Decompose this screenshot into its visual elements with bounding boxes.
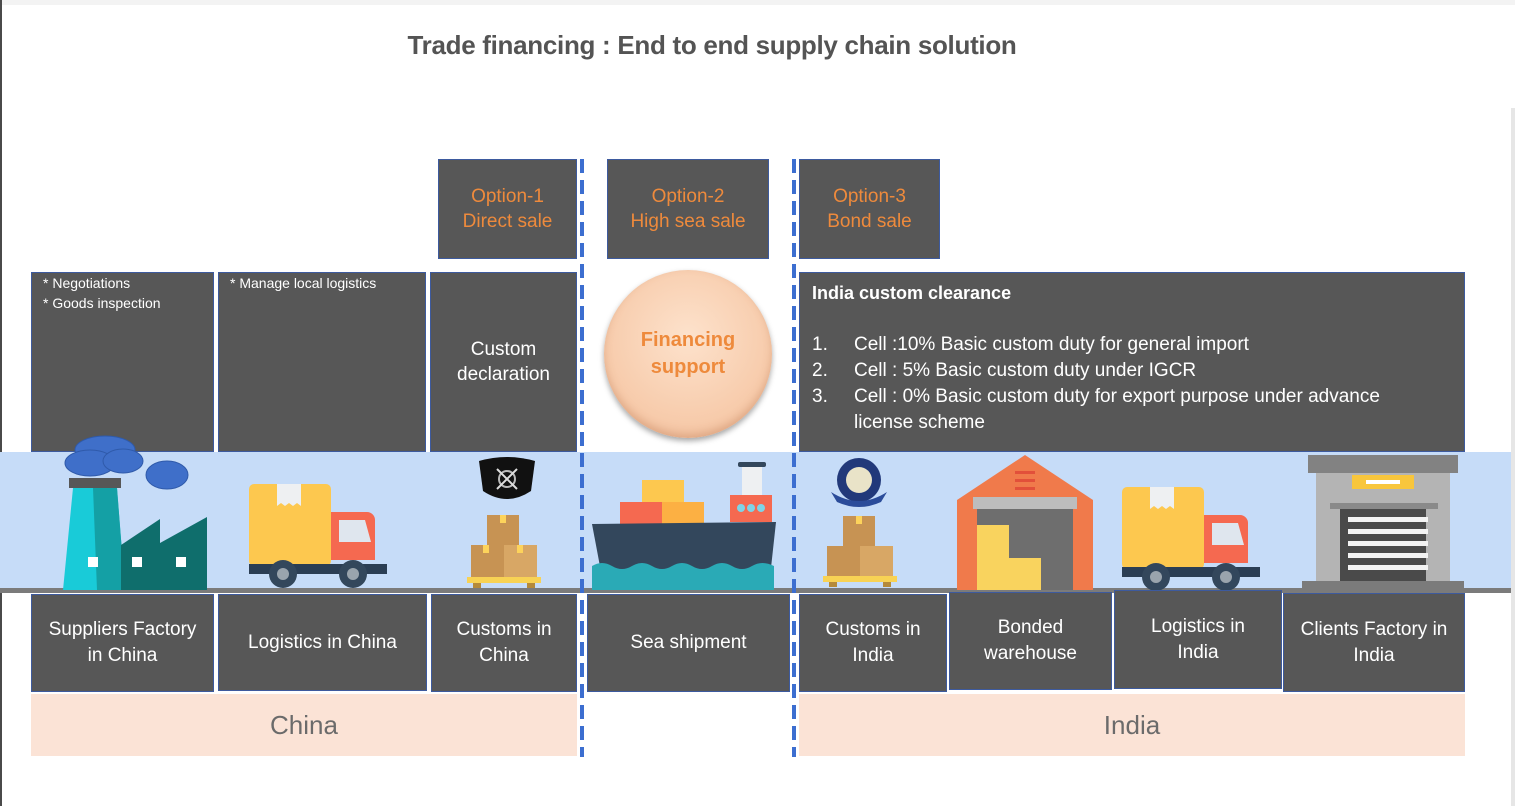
stage-label: Sea shipment bbox=[630, 632, 747, 653]
stage-label: Bonded bbox=[997, 617, 1064, 638]
india-custom-clearance-box: India custom clearance 1.Cell :10% Basic… bbox=[799, 272, 1465, 452]
stage-label: in China bbox=[87, 645, 158, 666]
factory-warehouse-icon bbox=[1302, 455, 1464, 590]
bonded-warehouse-icon bbox=[957, 455, 1093, 590]
divider-sea-india bbox=[792, 159, 796, 757]
divider-china-sea bbox=[580, 159, 584, 757]
duty-item: 1.Cell :10% Basic custom duty for genera… bbox=[812, 334, 1249, 355]
region-china: China bbox=[31, 694, 577, 756]
stage-label: India bbox=[1177, 641, 1219, 663]
stage-label: warehouse bbox=[984, 643, 1077, 664]
stage-customs-china: Customs in China bbox=[431, 594, 577, 692]
diagram-title: Trade financing : End to end supply chai… bbox=[407, 30, 1017, 60]
option-3-label: Bond sale bbox=[827, 211, 912, 232]
india-customs-boxes-icon bbox=[823, 458, 897, 587]
stage-label: Suppliers Factory bbox=[48, 619, 197, 640]
option-3-box: Option-3 Bond sale bbox=[799, 159, 940, 259]
option-1-label: Direct sale bbox=[462, 211, 553, 232]
page-left-border bbox=[0, 0, 2, 806]
china-customs-boxes-icon bbox=[467, 457, 541, 588]
page-top-edge bbox=[0, 0, 1515, 5]
financing-support-circle: Financing support bbox=[604, 270, 772, 438]
financing-line2: support bbox=[650, 356, 726, 378]
stage-label: India bbox=[1353, 644, 1395, 666]
stage-sea-shipment: Sea shipment bbox=[587, 594, 790, 692]
delivery-truck-icon bbox=[249, 484, 387, 588]
delivery-truck-icon bbox=[1122, 487, 1260, 591]
india-clearance-heading: India custom clearance bbox=[812, 283, 1012, 303]
ground-line bbox=[0, 588, 1511, 593]
stage-logistics-india: Logistics in India bbox=[1114, 590, 1282, 689]
cargo-ship-icon bbox=[592, 462, 776, 590]
duty-item: 2.Cell : 5% Basic custom duty under IGCR bbox=[812, 360, 1197, 381]
stage-label: Logistics in bbox=[1151, 615, 1245, 637]
stage-label: India bbox=[852, 645, 894, 666]
option-3-number: Option-3 bbox=[833, 186, 906, 207]
stage-clients-factory: Clients Factory in India bbox=[1283, 593, 1465, 692]
duty-list: 1.Cell :10% Basic custom duty for genera… bbox=[812, 332, 1434, 436]
stage-label: Clients Factory in bbox=[1300, 618, 1448, 640]
stage-suppliers-factory: Suppliers Factory in China bbox=[31, 594, 214, 692]
stage-customs-india: Customs in India bbox=[799, 594, 947, 692]
page-right-border bbox=[1511, 108, 1515, 806]
supplier-tasks-box: * Negotiations * Goods inspection bbox=[31, 272, 214, 452]
task-negotiations: * Negotiations bbox=[43, 275, 131, 291]
region-india: India bbox=[799, 694, 1465, 756]
factory-icon bbox=[63, 435, 207, 590]
option-2-box: Option-2 High sea sale bbox=[607, 159, 769, 259]
stage-label: Customs in bbox=[825, 619, 921, 640]
financing-line1: Financing bbox=[640, 329, 736, 351]
custom-declaration-line2: declaration bbox=[457, 364, 550, 385]
option-1-box: Option-1 Direct sale bbox=[438, 159, 577, 259]
duty-item: 3.Cell : 0% Basic custom duty for export… bbox=[812, 386, 1380, 433]
task-manage-local-logistics: * Manage local logistics bbox=[230, 275, 377, 291]
task-goods-inspection: * Goods inspection bbox=[43, 295, 161, 311]
stage-bonded-warehouse: Bonded warehouse bbox=[949, 592, 1112, 690]
stage-label: Logistics in China bbox=[248, 631, 397, 653]
option-1-number: Option-1 bbox=[471, 186, 544, 207]
stage-logistics-china: Logistics in China bbox=[218, 594, 427, 691]
stage-label: Customs in bbox=[456, 619, 552, 640]
stage-label: China bbox=[479, 645, 529, 666]
option-2-label: High sea sale bbox=[630, 211, 746, 232]
custom-declaration-box: Custom declaration bbox=[430, 272, 577, 452]
logistics-tasks-box: * Manage local logistics bbox=[218, 272, 426, 452]
custom-declaration-line1: Custom bbox=[470, 339, 537, 360]
option-2-number: Option-2 bbox=[651, 186, 725, 207]
